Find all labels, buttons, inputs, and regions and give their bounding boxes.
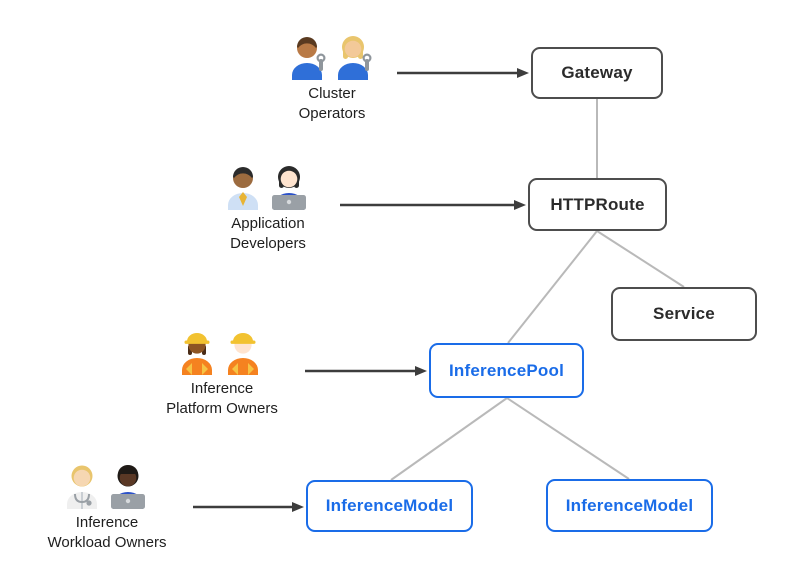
gateway-node-label: Gateway: [561, 63, 633, 82]
inference-workload-owners-persona: Inference Workload Owners: [12, 463, 202, 553]
application-developers-label: Application Developers: [230, 215, 306, 252]
edge-httproute-inferencepool: [507, 230, 598, 344]
health-worker-and-man-technologist-icon: [67, 465, 145, 509]
inferencemodel-right-node: InferenceModel: [546, 479, 713, 532]
gateway-node: Gateway: [531, 47, 663, 99]
application-developers-persona: Application Developers: [173, 164, 363, 254]
inferencepool-node: InferencePool: [429, 343, 584, 398]
office-worker-and-woman-technologist-icon: [228, 166, 306, 210]
service-node: Service: [611, 287, 757, 341]
inference-platform-owners-label: Inference Platform Owners: [166, 380, 278, 417]
service-node-label: Service: [653, 304, 715, 323]
inferencemodel-left-node-label: InferenceModel: [325, 496, 454, 515]
cluster-operators-persona: Cluster Operators: [237, 34, 427, 124]
edge-inferencepool-inferencemodel-right: [506, 397, 630, 480]
man-mechanic-and-woman-mechanic-icon: [292, 36, 372, 80]
httproute-node: HTTPRoute: [528, 178, 667, 231]
edge-inferencepool-inferencemodel-left: [390, 397, 508, 481]
inferencemodel-right-node-label: InferenceModel: [565, 495, 694, 515]
inferencemodel-left-node: InferenceModel: [306, 480, 473, 532]
cluster-operators-label: Cluster Operators: [298, 85, 366, 122]
httproute-node-label: HTTPRoute: [550, 194, 645, 214]
inference-platform-owners-persona: Inference Platform Owners: [127, 329, 317, 419]
edge-httproute-service: [596, 230, 685, 288]
woman-and-man-construction-worker-icon: [182, 333, 258, 375]
inference-workload-owners-label: Inference Workload Owners: [47, 514, 167, 551]
inferencepool-node-label: InferencePool: [448, 360, 565, 380]
